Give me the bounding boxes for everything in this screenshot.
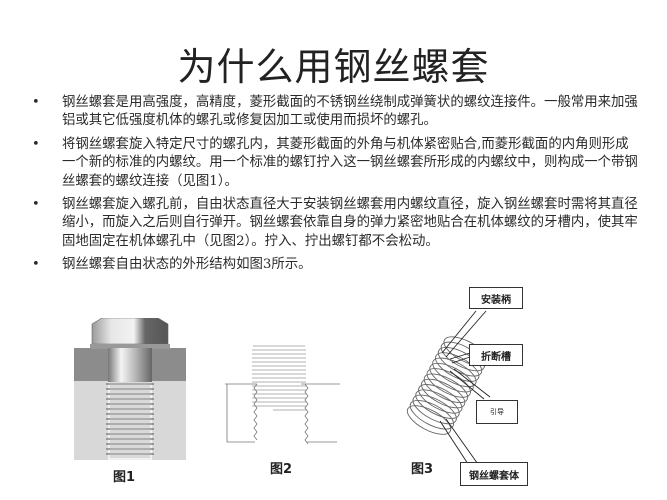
figure-3-callout-lines (440, 310, 491, 468)
bullet-list: • 钢丝螺套是用高强度，高精度，菱形截面的不锈钢丝绕制成弹簧状的螺纹连接件。一般… (30, 94, 640, 280)
label-guide: 引导 (476, 400, 518, 424)
slide-title: 为什么用钢丝螺套 (177, 45, 490, 89)
label-tang: 安装柄 (469, 287, 523, 309)
label-body: 钢丝螺套体 (460, 462, 528, 486)
figure-2-coil-in-hole-illustration (225, 345, 340, 445)
figure-3-coil-illustration (406, 336, 488, 435)
bullet-text: 钢丝螺套自由状态的外形结构如图3所示。 (62, 257, 312, 273)
bullet-text: 钢丝螺套旋入螺孔前，自由状态直径大于安装钢丝螺套用内螺纹直径，旋入钢丝螺套时需将… (62, 197, 638, 249)
bullet-item: • 将钢丝螺套旋入特定尺寸的螺孔内，其菱形截面的外角与机体紧密贴合,而菱形截面的… (30, 136, 640, 191)
label-notch: 折断槽 (469, 344, 523, 366)
bullet-icon: • (32, 95, 40, 110)
bullet-icon: • (32, 257, 40, 273)
figure-2-caption: 图2 (270, 462, 293, 477)
figure-3-caption: 图3 (411, 462, 434, 477)
bullet-text: 将钢丝螺套旋入特定尺寸的螺孔内，其菱形截面的外角与机体紧密贴合,而菱形截面的内角… (62, 136, 638, 189)
bullet-item: • 钢丝螺套自由状态的外形结构如图3所示。 (30, 256, 640, 274)
bullet-icon: • (32, 136, 40, 152)
figure-1-caption: 图1 (113, 470, 136, 485)
figure-1-bolt-illustration (74, 318, 186, 460)
bullet-text: 钢丝螺套是用高强度，高精度，菱形截面的不锈钢丝绕制成弹簧状的螺纹连接件。一般常用… (62, 95, 638, 129)
bullet-icon: • (32, 197, 40, 213)
bullet-item: • 钢丝螺套是用高强度，高精度，菱形截面的不锈钢丝绕制成弹簧状的螺纹连接件。一般… (30, 94, 640, 131)
bullet-item: • 钢丝螺套旋入螺孔前，自由状态直径大于安装钢丝螺套用内螺纹直径，旋入钢丝螺套时… (30, 196, 640, 251)
